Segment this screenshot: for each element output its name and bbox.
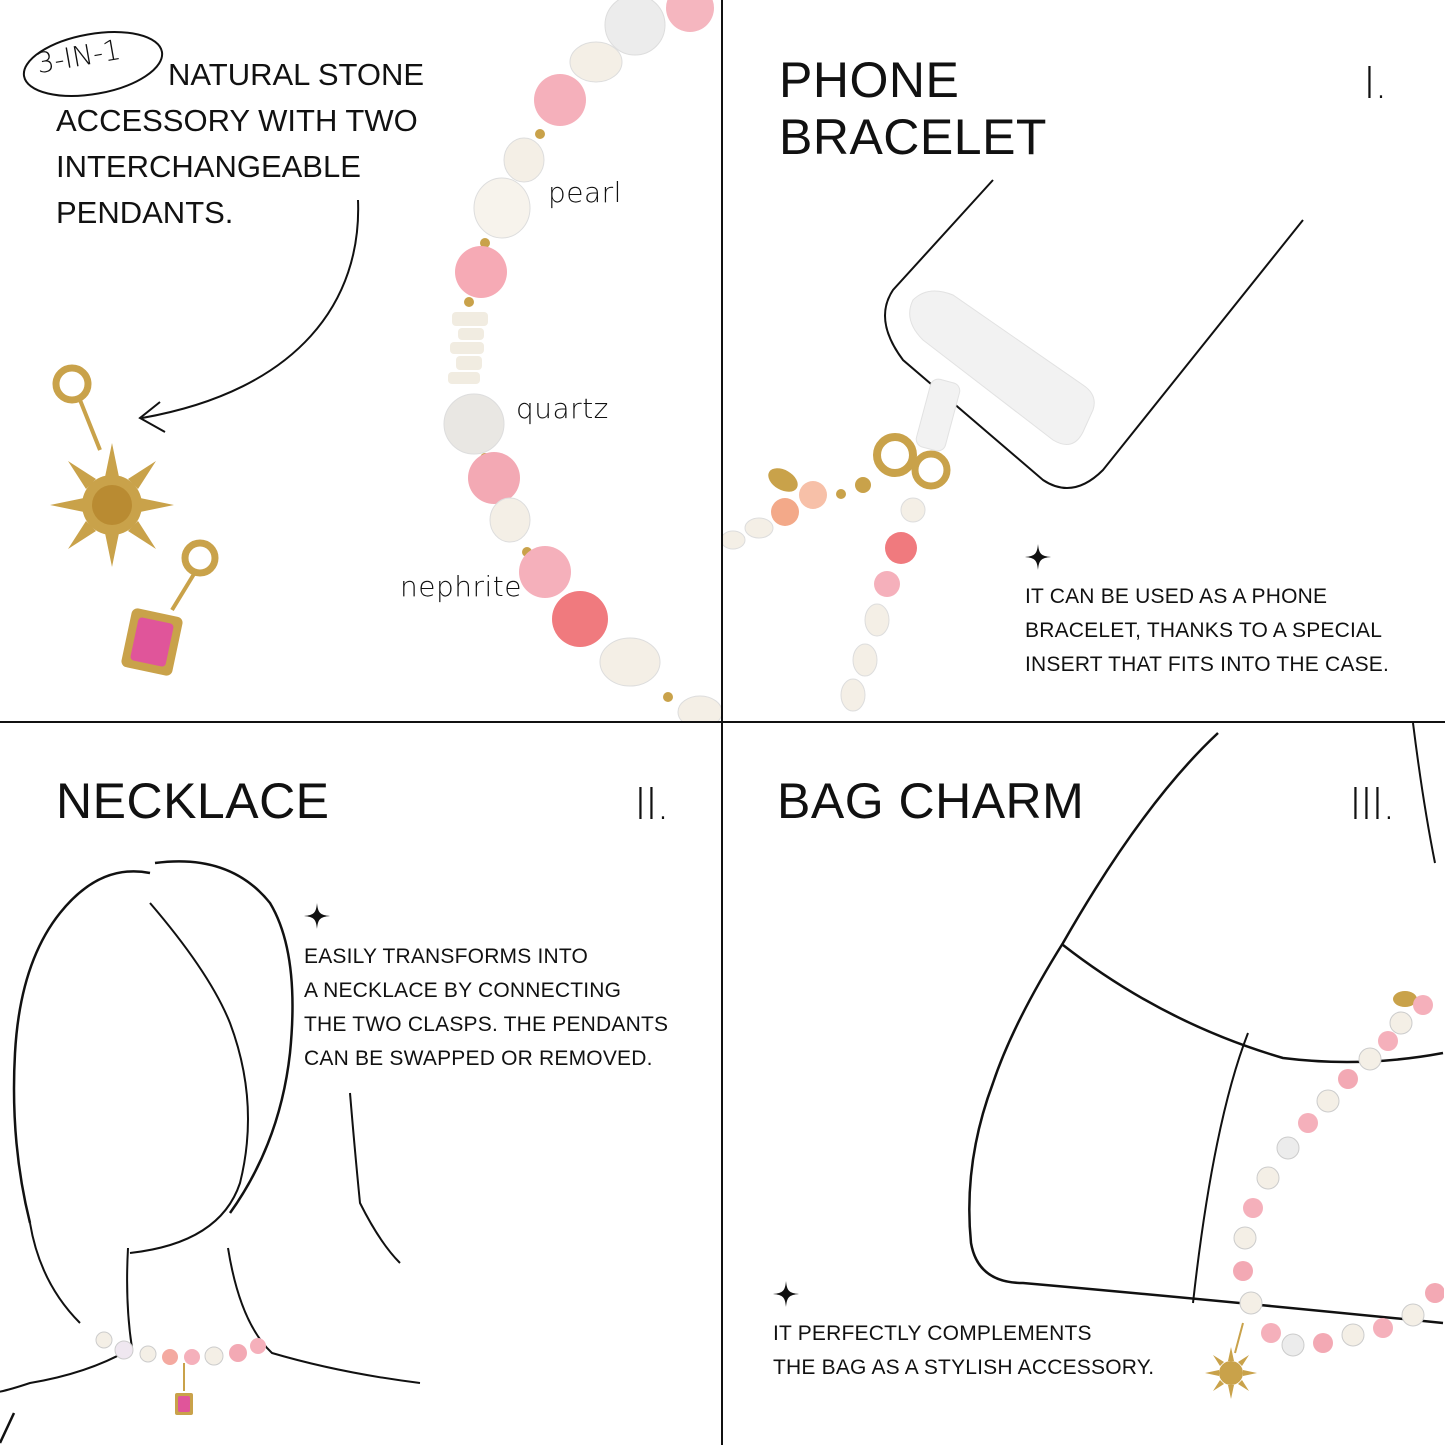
bracelet-beads	[723, 468, 926, 712]
curved-arrow	[141, 199, 360, 419]
bag-numeral: III.	[1349, 779, 1396, 830]
label-quartz: quartz	[516, 392, 609, 425]
sparkle-icon	[304, 903, 330, 929]
phone-description-line-3: INSERT THAT FITS INTO THE CASE.	[1025, 653, 1390, 676]
bag-description: IT PERFECTLY COMPLEMENTS THE BAG AS A ST…	[773, 1317, 1154, 1385]
sun-pendant-icon	[50, 364, 174, 567]
bag-illustration	[968, 723, 1444, 1399]
intro-panel: 3-IN-1 NATURAL STONE ACCESSORY WITH TWO …	[0, 0, 721, 721]
sun-charm-icon	[1205, 1347, 1257, 1399]
necklace-title: NECKLACE	[56, 773, 330, 829]
necklace-description-line-4: CAN BE SWAPPED OR REMOVED.	[304, 1047, 653, 1070]
bag-title: BAG CHARM	[777, 773, 1085, 829]
sparkle-icon	[773, 1281, 799, 1307]
intro-line-3: INTERCHANGEABLE	[56, 149, 361, 184]
label-nephrite: nephrite	[400, 570, 522, 603]
phone-description: IT CAN BE USED AS A PHONE BRACELET, THAN…	[1025, 580, 1389, 682]
necklace-description: EASILY TRANSFORMS INTO A NECKLACE BY CON…	[304, 940, 668, 1076]
intro-line-4: PENDANTS.	[56, 195, 234, 230]
phone-outline	[884, 179, 1304, 489]
bag-description-line-1: IT PERFECTLY COMPLEMENTS	[773, 1322, 1092, 1345]
intro-line-2: ACCESSORY WITH TWO	[56, 103, 418, 138]
necklace-numeral: II.	[634, 779, 670, 830]
phone-insert-icon	[909, 290, 1095, 452]
intro-illustration	[50, 0, 721, 721]
necklace-beads	[95, 1331, 266, 1415]
woman-silhouette	[0, 860, 421, 1444]
horizontal-divider	[0, 721, 1445, 723]
phone-description-line-2: BRACELET, THANKS TO A SPECIAL	[1025, 619, 1383, 642]
sparkle-icon	[1025, 544, 1051, 570]
badge-oval-icon	[22, 31, 164, 97]
bag-description-line-2: THE BAG AS A STYLISH ACCESSORY.	[773, 1356, 1155, 1379]
necklace-description-line-3: THE TWO CLASPS. THE PENDANTS	[304, 1013, 669, 1036]
bag-charm-beads	[1233, 991, 1444, 1357]
bead-strand	[443, 0, 721, 721]
clasp-icon	[873, 433, 951, 490]
phone-illustration	[723, 179, 1304, 712]
phone-title-line-2: BRACELET	[779, 109, 1047, 165]
label-pearl: pearl	[548, 176, 622, 209]
bag-charm-panel: BAG CHARM III. IT PERFECTLY COMPLEMENTS …	[723, 723, 1444, 1444]
phone-bracelet-panel: PHONE BRACELET I. IT CAN BE USED AS A PH…	[723, 0, 1444, 721]
necklace-description-line-1: EASILY TRANSFORMS INTO	[304, 945, 589, 968]
phone-title-line-1: PHONE	[779, 52, 960, 108]
phone-description-line-1: IT CAN BE USED AS A PHONE	[1025, 585, 1328, 608]
arrow-head-icon	[138, 401, 166, 433]
gem-pendant-icon	[121, 539, 219, 676]
intro-line-1: NATURAL STONE	[168, 57, 425, 92]
phone-numeral: I.	[1363, 58, 1388, 109]
necklace-description-line-2: A NECKLACE BY CONNECTING	[304, 979, 622, 1002]
necklace-panel: NECKLACE II. EASILY TRANSFORMS INTO A NE…	[0, 723, 721, 1444]
